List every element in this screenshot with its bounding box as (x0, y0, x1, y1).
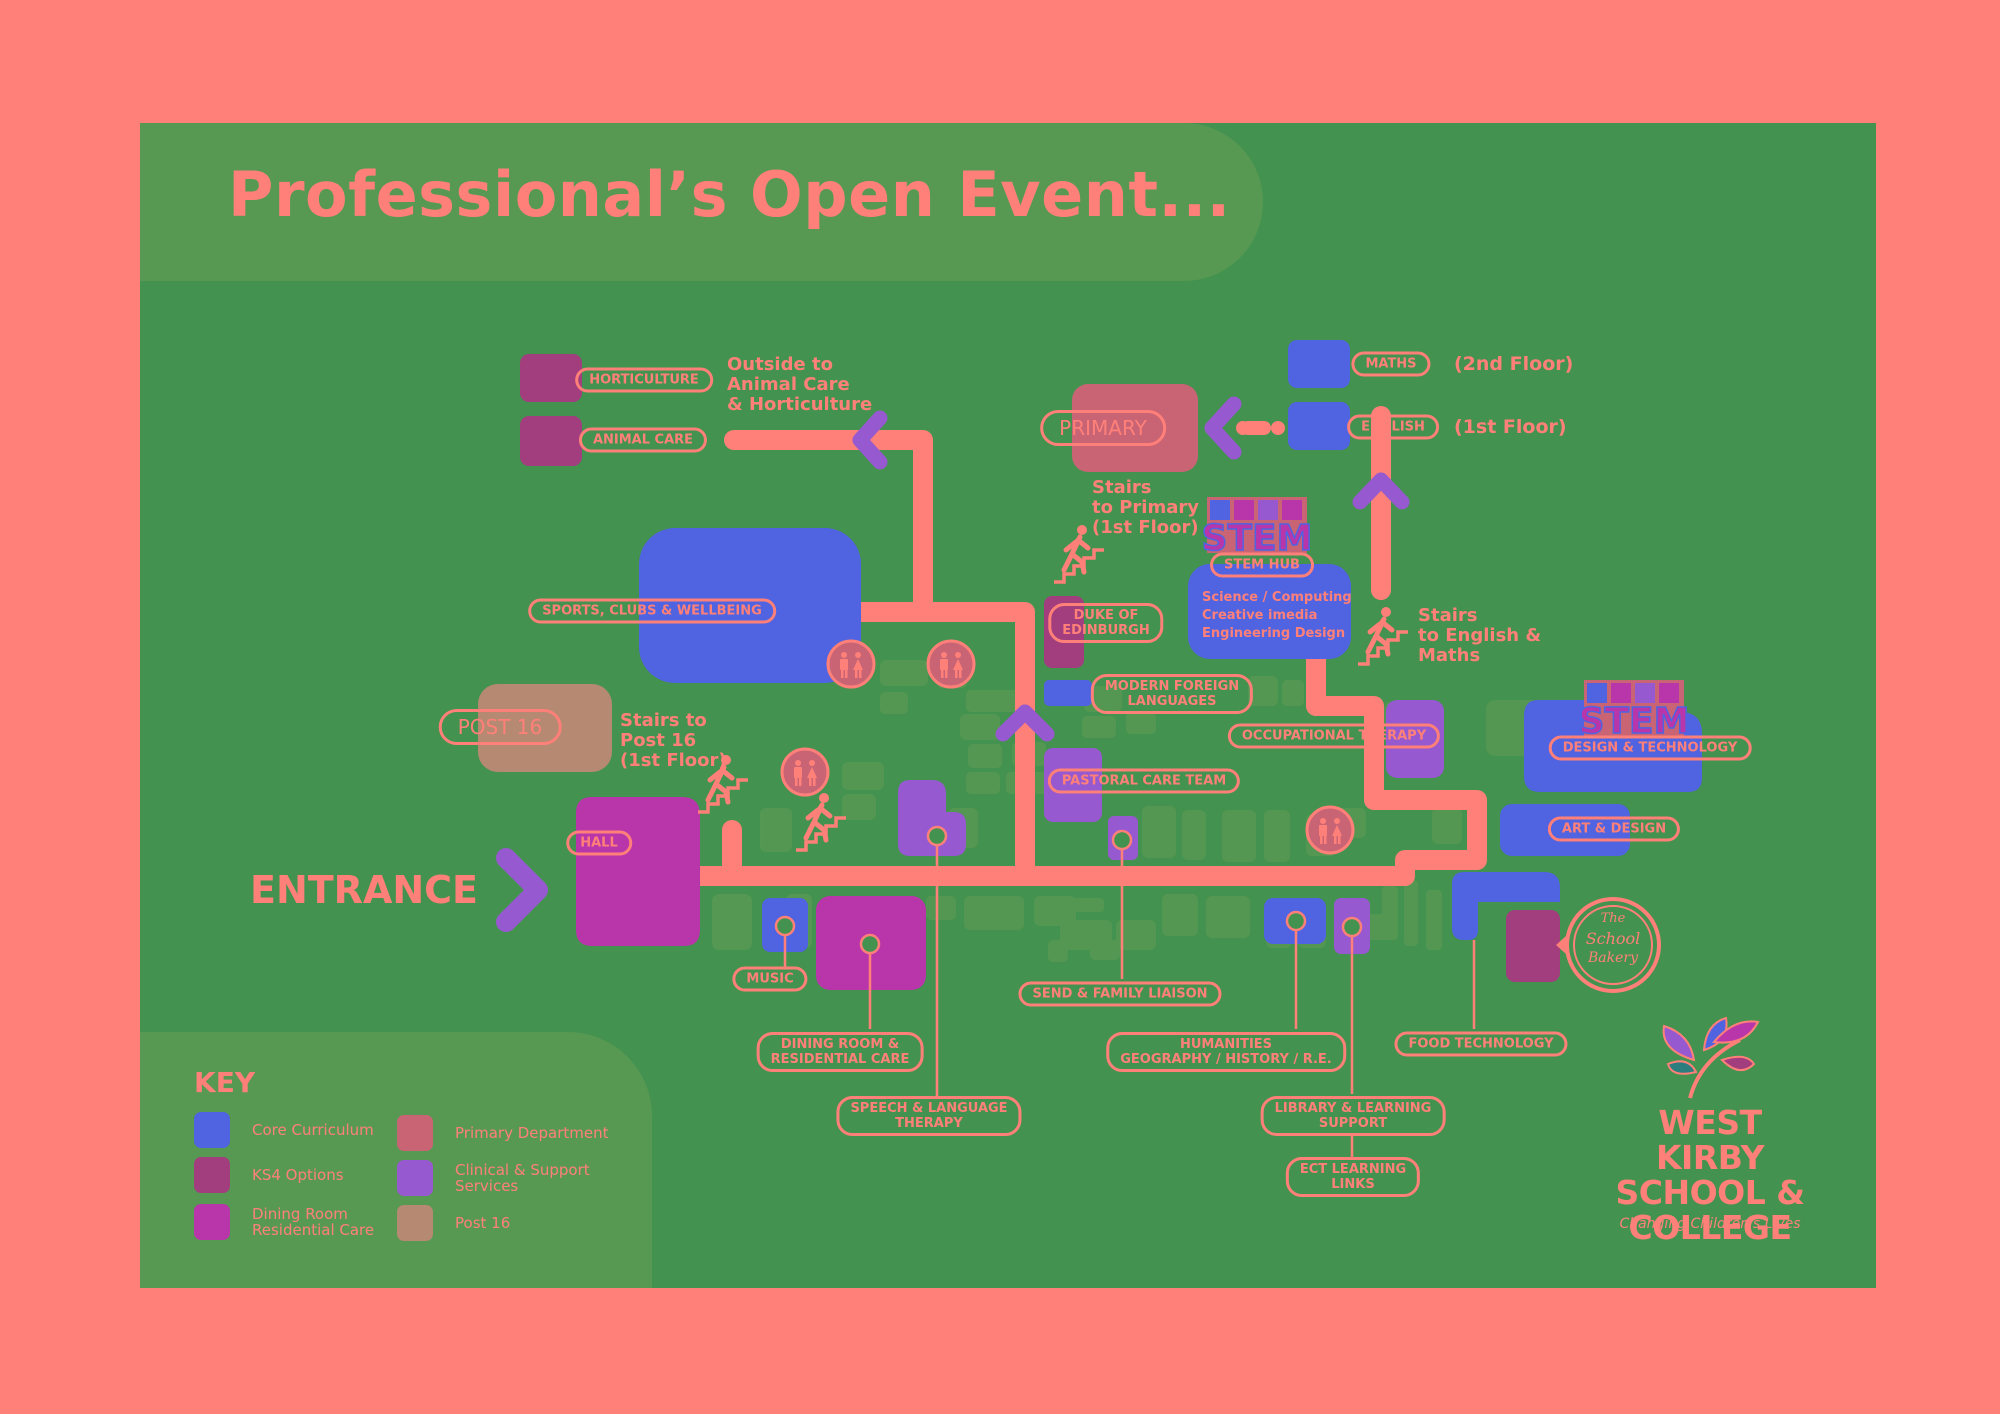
key-swatch (397, 1205, 433, 1241)
stem-subjects-list: Science / Computing Creative imedia Engi… (1202, 590, 1352, 641)
key-item-clinical-support: Clinical & Support Services (397, 1160, 590, 1196)
occupational-therapy-label[interactable]: OCCUPATIONAL THERAPY (1227, 723, 1441, 749)
stairs-to-english-icon (1358, 607, 1408, 664)
key-label: Core Curriculum (252, 1121, 374, 1139)
maths-room (1288, 340, 1350, 388)
horticulture-label[interactable]: HORTICULTURE (575, 367, 713, 393)
svg-text:Bakery: Bakery (1587, 950, 1639, 966)
primary-label[interactable]: PRIMARY (1040, 410, 1166, 446)
sports-block (639, 528, 861, 683)
key-swatch (194, 1204, 230, 1240)
school-name: WEST KIRBY SCHOOL & COLLEGE (1615, 1103, 1805, 1247)
outside-note: Outside to Animal Care & Horticulture (727, 354, 873, 415)
post16-label[interactable]: POST 16 (438, 709, 562, 745)
ect-learning-links-label[interactable]: ECT LEARNING LINKS (1285, 1157, 1421, 1197)
key-item-core-curriculum: Core Curriculum (194, 1112, 374, 1148)
toilet-icon (926, 639, 976, 689)
speech-therapy-room (898, 780, 966, 856)
art-design-label[interactable]: ART & DESIGN (1547, 816, 1681, 842)
svg-text:School: School (1586, 929, 1641, 948)
first-floor-note: (1st Floor) (1454, 416, 1567, 438)
entrance-arrow-icon (496, 848, 548, 932)
design-technology-label[interactable]: DESIGN & TECHNOLOGY (1548, 735, 1752, 761)
hall-label[interactable]: HALL (566, 830, 632, 856)
hall-block (576, 797, 700, 946)
arrow-to-primary-icon (1204, 396, 1242, 460)
stem-badge-design: STEM (1578, 680, 1690, 743)
stairs-post16-note: Stairs to Post 16 (1st Floor) (620, 710, 727, 771)
key-item-dining-residential: Dining Room Residential Care (194, 1204, 374, 1240)
stem-badge-hub: STEM (1201, 497, 1313, 560)
key-label: Dining Room Residential Care (252, 1205, 375, 1239)
arrow-up-english-icon (1352, 472, 1410, 510)
horticulture-room (520, 354, 582, 402)
leader-dots (774, 825, 1363, 955)
key-heading: KEY (194, 1066, 256, 1099)
humanities-label[interactable]: HUMANITIES GEOGRAPHY / HISTORY / R.E. (1106, 1032, 1346, 1072)
school-tagline: Changing Children's Lives (1619, 1216, 1801, 1232)
key-item-ks4-options: KS4 Options (194, 1157, 344, 1193)
food-technology-label[interactable]: FOOD TECHNOLOGY (1394, 1031, 1568, 1057)
primary-block (1072, 384, 1198, 472)
key-label: Primary Department (455, 1124, 609, 1142)
key-item-primary-department: Primary Department (397, 1115, 609, 1151)
english-room (1288, 402, 1350, 450)
music-label[interactable]: MUSIC (732, 966, 808, 992)
sports-label[interactable]: SPORTS, CLUBS & WELLBEING (528, 598, 776, 624)
english-label[interactable]: ENGLISH (1347, 414, 1439, 440)
toilet-icon (780, 747, 830, 797)
stem-hub-block (1188, 564, 1351, 659)
arrow-to-outside-icon (852, 410, 888, 470)
pastoral-room (1044, 748, 1102, 822)
key-item-post16: Post 16 (397, 1205, 510, 1241)
leader-lines (783, 836, 1476, 1157)
animal-care-room (520, 416, 582, 466)
dining-room-label[interactable]: DINING ROOM & RESIDENTIAL CARE (756, 1032, 924, 1072)
send-family-liaison-label[interactable]: SEND & FAMILY LIAISON (1018, 981, 1222, 1007)
mfl-room (1044, 680, 1092, 706)
duke-label[interactable]: DUKE OF EDINBURGH (1048, 603, 1164, 643)
pastoral-care-label[interactable]: PASTORAL CARE TEAM (1047, 768, 1241, 794)
toilet-icon (1305, 805, 1355, 855)
maths-label[interactable]: MATHS (1351, 351, 1431, 377)
school-bakery-logo: The School Bakery (1556, 897, 1661, 993)
key-label: KS4 Options (252, 1166, 344, 1184)
arrow-up-corridor-icon (995, 704, 1055, 742)
svg-text:The: The (1601, 911, 1626, 926)
chevron-arrow-icon (496, 396, 1410, 932)
school-logo-icon (1662, 1016, 1760, 1099)
toilet-icon (826, 639, 876, 689)
stem-hub-label[interactable]: STEM HUB (1210, 552, 1314, 578)
food-tech-block (1452, 872, 1560, 940)
key-swatch (194, 1157, 230, 1193)
second-floor-note: (2nd Floor) (1454, 353, 1574, 375)
key-swatch (194, 1112, 230, 1148)
key-swatch (397, 1160, 433, 1196)
key-label: Clinical & Support Services (455, 1161, 590, 1195)
page-title: Professional’s Open Event... (228, 158, 1231, 231)
animal-care-label[interactable]: ANIMAL CARE (578, 427, 708, 453)
bakery-room (1506, 910, 1560, 982)
speech-language-label[interactable]: SPEECH & LANGUAGE THERAPY (836, 1096, 1022, 1136)
occupational-room (1386, 700, 1444, 778)
stairs-english-note: Stairs to English & Maths (1418, 605, 1542, 666)
room-blocks (478, 340, 1702, 990)
key-label: Post 16 (455, 1214, 511, 1232)
key-swatch (397, 1115, 433, 1151)
mfl-label[interactable]: MODERN FOREIGN LANGUAGES (1090, 674, 1254, 714)
title-band (140, 123, 1263, 281)
library-learning-label[interactable]: LIBRARY & LEARNING SUPPORT (1260, 1096, 1446, 1136)
stairs-to-corridor-icon (796, 793, 846, 850)
background-building-blocks (712, 660, 1546, 962)
stairs-primary-note: Stairs to Primary (1st Floor) (1092, 477, 1199, 538)
corridors (640, 406, 1487, 886)
entrance-label: ENTRANCE (250, 868, 478, 912)
